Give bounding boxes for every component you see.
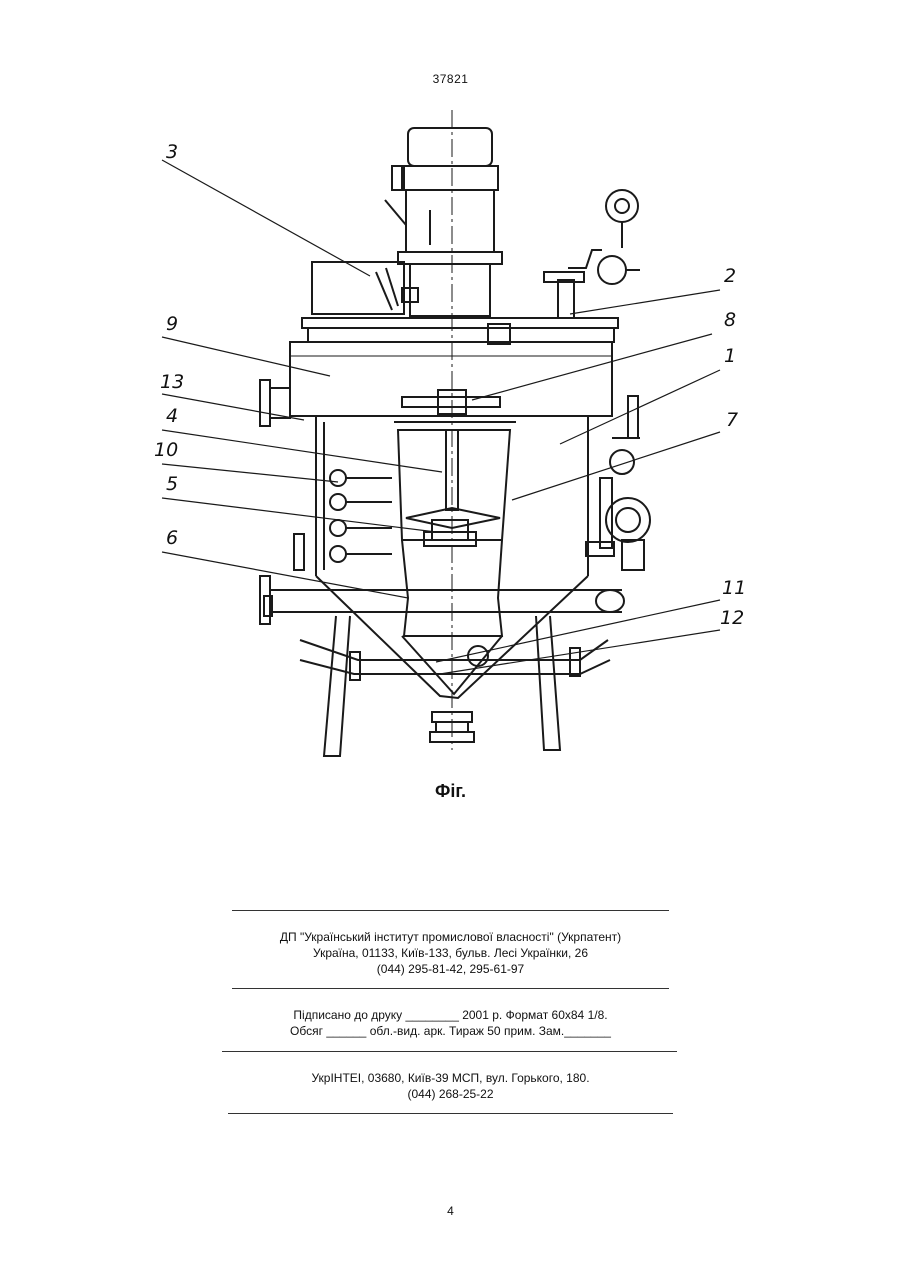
callout-11: 11 (722, 577, 746, 599)
printer-line-2: (044) 268-25-22 (0, 1086, 901, 1102)
drawing-body (260, 110, 650, 756)
callout-8: 8 (724, 309, 736, 331)
patent-number: 37821 (0, 72, 901, 86)
page-number: 4 (0, 1204, 901, 1218)
divider-1 (232, 910, 669, 911)
callout-2: 2 (724, 265, 736, 287)
callout-9: 9 (166, 313, 178, 335)
printer-block: УкрІНТЕІ, 03680, Київ-39 МСП, вул. Горьк… (0, 1070, 901, 1102)
print-info-line-1: Підписано до друку ________ 2001 р. Форм… (0, 1007, 901, 1023)
callout-labels: 3 2 8 9 1 13 7 4 10 5 6 11 12 (154, 141, 746, 629)
callout-5: 5 (166, 473, 178, 495)
publisher-block: ДП "Український інститут промислової вла… (0, 929, 901, 977)
callout-1: 1 (724, 345, 736, 367)
publisher-line-1: ДП "Український інститут промислової вла… (0, 929, 901, 945)
figure-caption: Фіг. (0, 781, 901, 802)
callout-6: 6 (166, 527, 178, 549)
callout-10: 10 (154, 439, 178, 461)
callout-4: 4 (166, 405, 178, 427)
print-info-block: Підписано до друку ________ 2001 р. Форм… (0, 1007, 901, 1039)
divider-4 (228, 1113, 673, 1114)
divider-3 (222, 1051, 677, 1052)
callout-7: 7 (726, 409, 738, 431)
divider-2 (232, 988, 669, 989)
printer-line-1: УкрІНТЕІ, 03680, Київ-39 МСП, вул. Горьк… (0, 1070, 901, 1086)
callout-3: 3 (166, 141, 178, 163)
publisher-line-3: (044) 295-81-42, 295-61-97 (0, 961, 901, 977)
drawing-svg: 3 2 8 9 1 13 7 4 10 5 6 11 12 (140, 100, 760, 768)
print-info-line-2: Обсяг ______ обл.-вид. арк. Тираж 50 при… (0, 1023, 901, 1039)
publisher-line-2: Україна, 01133, Київ-133, бульв. Лесі Ук… (0, 945, 901, 961)
apparatus-drawing: 3 2 8 9 1 13 7 4 10 5 6 11 12 (140, 100, 760, 768)
callout-13: 13 (160, 371, 184, 393)
callout-12: 12 (720, 607, 744, 629)
